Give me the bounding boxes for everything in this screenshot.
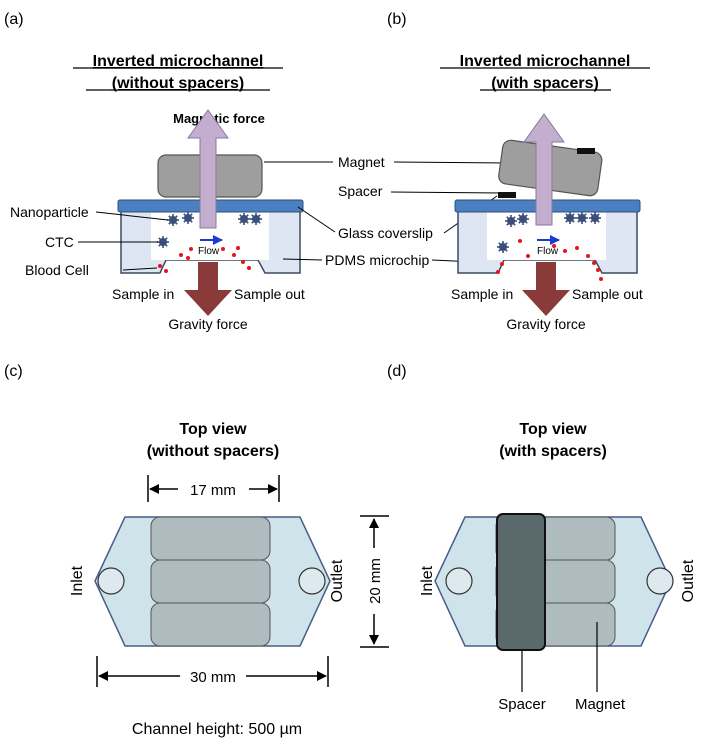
outlet-port-c bbox=[298, 567, 326, 595]
flow-label-a: Flow bbox=[198, 246, 220, 257]
ctc-icon bbox=[156, 235, 170, 249]
blood-cells-b bbox=[496, 239, 603, 281]
panel-a-label: (a) bbox=[4, 11, 24, 28]
magnet-segment bbox=[150, 516, 271, 561]
panel-c-title-line1: Top view bbox=[179, 421, 247, 438]
gravity-force-label-b: Gravity force bbox=[506, 316, 586, 332]
sample-in-label-b: Sample in bbox=[451, 286, 513, 302]
leader-line bbox=[122, 267, 158, 271]
panel-b: (b) Inverted microchannel (with spacers) bbox=[387, 11, 650, 332]
spacer-bar-d bbox=[496, 513, 546, 651]
dim-20mm-label: 20 mm bbox=[367, 558, 384, 604]
panel-b-label: (b) bbox=[387, 11, 407, 28]
panel-a-title-line1: Inverted microchannel bbox=[93, 53, 264, 70]
inlet-port-d bbox=[445, 567, 473, 595]
magnet-segment bbox=[150, 559, 271, 604]
spacer-b-top bbox=[577, 148, 595, 154]
sample-out-label-b: Sample out bbox=[572, 286, 643, 302]
gravity-force-label-a: Gravity force bbox=[168, 316, 248, 332]
spacer-label: Spacer bbox=[338, 183, 383, 199]
spacer-b-bottom bbox=[498, 192, 516, 198]
panel-c-title-line2: (without spacers) bbox=[147, 443, 279, 460]
panel-a-title-line2: (without spacers) bbox=[112, 75, 244, 92]
flow-label-b: Flow bbox=[537, 246, 559, 257]
sample-out-label-a: Sample out bbox=[234, 286, 305, 302]
panel-d-title-line2: (with spacers) bbox=[499, 443, 607, 460]
channel-height-label: Channel height: 500 µm bbox=[132, 721, 302, 738]
magnet-label: Magnet bbox=[338, 154, 385, 170]
panel-b-title-line2: (with spacers) bbox=[491, 75, 599, 92]
shared-labels: Magnet Spacer Glass coverslip PDMS micro… bbox=[264, 154, 513, 268]
magnetic-force-label: Magnetic force bbox=[173, 111, 265, 126]
pdms-microchip-label: PDMS microchip bbox=[325, 252, 429, 268]
spacer-label-d: Spacer bbox=[498, 696, 546, 713]
panel-c: (c) Top view (without spacers) 17 mm Inl… bbox=[4, 363, 389, 738]
dim-17mm-label: 17 mm bbox=[190, 482, 236, 499]
blood-cell-label: Blood Cell bbox=[25, 262, 89, 278]
nanoparticle-icon bbox=[166, 213, 180, 227]
gravity-force-arrow-b bbox=[522, 262, 570, 316]
inlet-label-c: Inlet bbox=[69, 565, 86, 596]
panel-d-label: (d) bbox=[387, 363, 407, 380]
gravity-force-arrow bbox=[184, 262, 232, 316]
panel-c-label: (c) bbox=[4, 363, 23, 380]
panel-b-title-line1: Inverted microchannel bbox=[460, 53, 631, 70]
panel-d: (d) Top view (with spacers) Inlet Outlet… bbox=[387, 363, 697, 713]
magnet-segment bbox=[150, 602, 271, 647]
ctc-label: CTC bbox=[45, 234, 74, 250]
magnetic-force-arrow-b bbox=[523, 113, 565, 226]
outlet-label-c: Outlet bbox=[329, 559, 346, 602]
leader-line bbox=[95, 211, 169, 221]
panel-d-title-line1: Top view bbox=[519, 421, 587, 438]
magnetic-force-arrow bbox=[187, 109, 229, 229]
blood-cells-a bbox=[158, 246, 251, 273]
nanoparticle-label: Nanoparticle bbox=[10, 204, 89, 220]
nanoparticle-icon bbox=[237, 212, 251, 226]
sample-in-label-a: Sample in bbox=[112, 286, 174, 302]
panel-a: (a) Inverted microchannel (without space… bbox=[4, 11, 305, 332]
inlet-label-d: Inlet bbox=[419, 565, 436, 596]
magnet-label-d: Magnet bbox=[575, 696, 626, 713]
nanoparticle-icon bbox=[181, 211, 195, 225]
inlet-port-c bbox=[97, 567, 125, 595]
outlet-label-d: Outlet bbox=[680, 559, 697, 602]
dim-30mm-label: 30 mm bbox=[190, 669, 236, 686]
glass-coverslip-label: Glass coverslip bbox=[338, 225, 433, 241]
outlet-port-d bbox=[646, 567, 674, 595]
